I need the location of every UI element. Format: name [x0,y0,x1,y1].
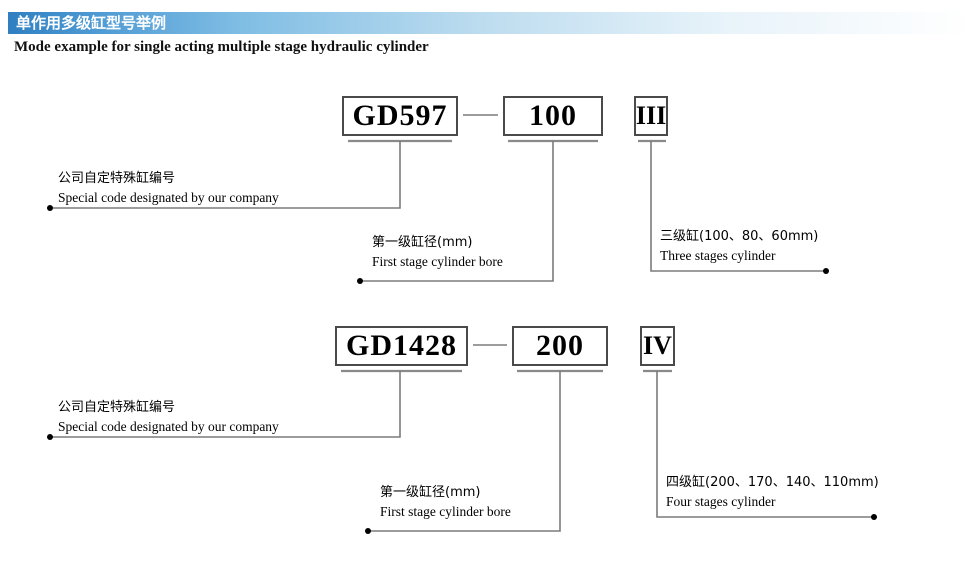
annotation-first-stage-bore-1: 第一级缸径(mm) First stage cylinder bore [372,234,503,271]
annotation-text-cn: 第一级缸径(mm) [372,235,473,250]
annotation-special-code-1: 公司自定特殊缸编号 Special code designated by our… [58,170,279,207]
special-code-box-1[interactable]: GD597 [342,96,458,136]
page-title: 单作用多级缸型号举例 [16,14,167,32]
leader-dot-special-code-2 [47,434,53,440]
annotation-text-cn: 公司自定特殊缸编号 [58,400,176,415]
annotation-first-stage-bore-2: 第一级缸径(mm) First stage cylinder bore [380,484,511,521]
bore-size-box-2[interactable]: 200 [512,326,608,366]
leader-dot-stage-count-1 [823,268,829,274]
leader-dot-stage-count-2 [871,514,877,520]
stage-count-box-1[interactable]: III [634,96,668,136]
annotation-text-en: First stage cylinder bore [380,504,511,519]
annotation-text-en: Special code designated by our company [58,419,279,434]
annotation-text-en: Three stages cylinder [660,248,776,263]
leader-dot-bore-1 [357,278,363,284]
annotation-text-cn: 三级缸(100、80、60mm) [660,229,819,244]
stage-count-box-2[interactable]: IV [640,326,675,366]
leader-dot-bore-2 [365,528,371,534]
header-bar [8,12,972,34]
bore-size-box-1[interactable]: 100 [503,96,603,136]
annotation-text-en: Four stages cylinder [666,494,776,509]
annotation-text-cn: 四级缸(200、170、140、110mm) [666,475,879,490]
annotation-text-cn: 公司自定特殊缸编号 [58,171,176,186]
annotation-stage-count-1: 三级缸(100、80、60mm) Three stages cylinder [660,228,818,265]
leader-dot-special-code-1 [47,205,53,211]
annotation-special-code-2: 公司自定特殊缸编号 Special code designated by our… [58,399,279,436]
annotation-text-cn: 第一级缸径(mm) [380,485,481,500]
special-code-box-2[interactable]: GD1428 [335,326,468,366]
annotation-stage-count-2: 四级缸(200、170、140、110mm) Four stages cylin… [666,474,879,511]
annotation-text-en: First stage cylinder bore [372,254,503,269]
annotation-text-en: Special code designated by our company [58,190,279,205]
page-subtitle: Mode example for single acting multiple … [14,39,429,55]
